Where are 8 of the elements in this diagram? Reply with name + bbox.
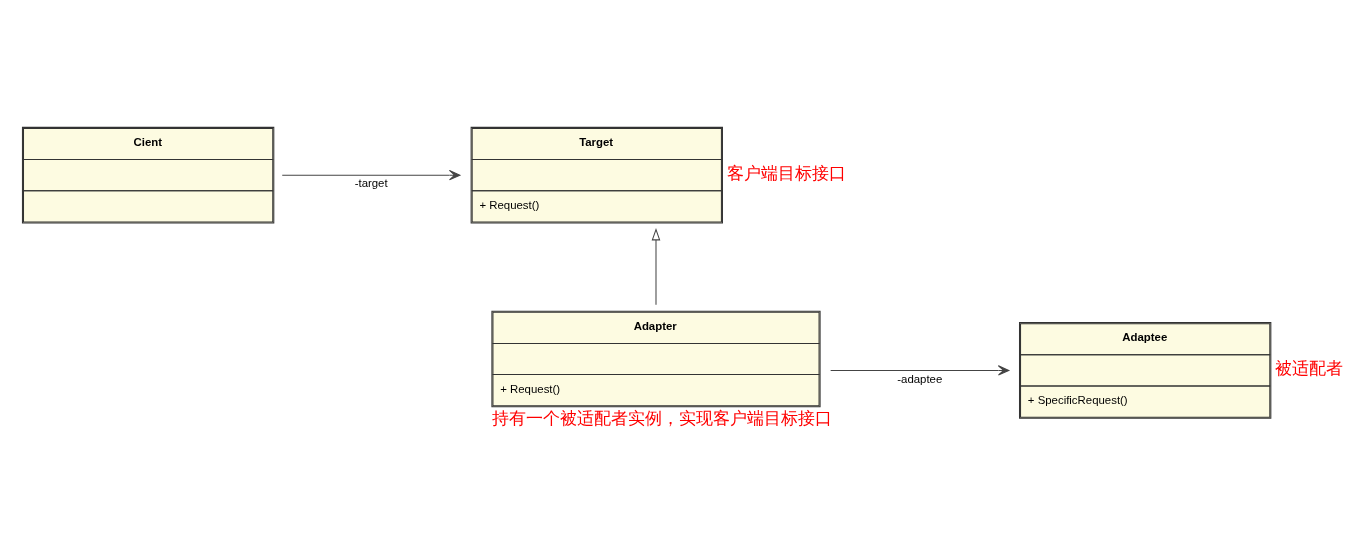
edge-label: -target — [354, 176, 388, 189]
node-label: 持有一个被适配者实例，实现客户端目标接口 — [491, 408, 832, 428]
arrow — [651, 227, 661, 305]
node-label: 被适配者 — [1274, 358, 1343, 378]
arrow — [830, 364, 1010, 376]
arrow — [281, 169, 461, 180]
node-label: 客户端目标接口 — [726, 163, 846, 183]
edge-label: -adaptee — [897, 372, 943, 385]
